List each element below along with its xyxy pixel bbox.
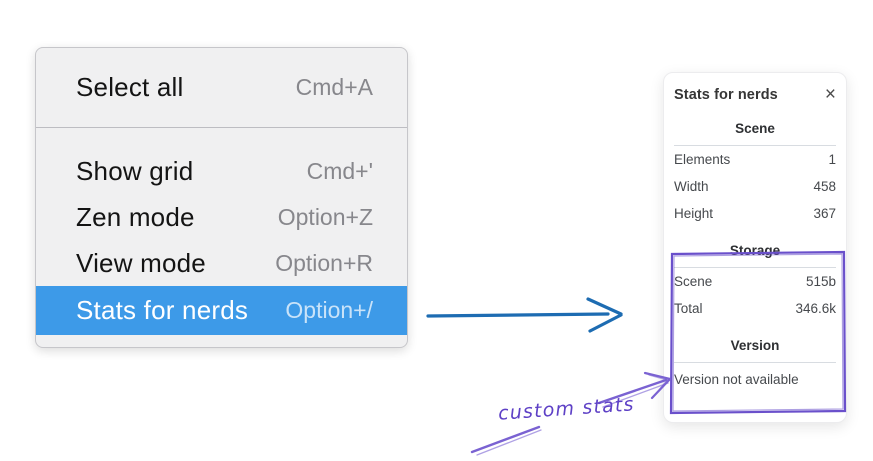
stat-row-elements: Elements 1	[674, 146, 836, 173]
stats-section-version: Version Version not available	[674, 337, 836, 388]
menu-section-bottom: Show grid Cmd+' Zen mode Option+Z View m…	[36, 128, 407, 335]
menu-item-view-mode[interactable]: View mode Option+R	[36, 240, 407, 286]
stat-value: 458	[813, 179, 836, 194]
menu-item-shortcut: Option+/	[285, 297, 373, 323]
stat-label: Scene	[674, 274, 713, 289]
stat-row-total-storage: Total 346.6k	[674, 295, 836, 322]
close-button[interactable]: ×	[824, 84, 836, 105]
stat-row-width: Width 458	[674, 173, 836, 200]
stat-label: Width	[674, 179, 709, 194]
context-menu: Select all Cmd+A Show grid Cmd+' Zen mod…	[35, 47, 408, 348]
stat-label: Elements	[674, 152, 731, 167]
menu-item-select-all[interactable]: Select all Cmd+A	[36, 65, 407, 111]
menu-item-zen-mode[interactable]: Zen mode Option+Z	[36, 194, 407, 240]
menu-item-show-grid[interactable]: Show grid Cmd+'	[36, 148, 407, 194]
close-icon: ×	[824, 84, 836, 105]
flow-arrow	[426, 297, 623, 333]
stat-value: 346.6k	[795, 301, 836, 316]
menu-item-stats-for-nerds[interactable]: Stats for nerds Option+/	[36, 286, 407, 335]
menu-item-label: Stats for nerds	[76, 295, 249, 325]
menu-item-shortcut: Cmd+'	[306, 157, 373, 184]
custom-stats-annotation: custom stats	[497, 393, 636, 425]
stats-panel: Stats for nerds × Scene Elements 1 Width…	[663, 72, 847, 423]
menu-item-shortcut: Option+R	[275, 249, 373, 276]
section-heading: Version	[730, 338, 780, 353]
stats-section-storage: Storage Scene 515b Total 346.6k	[674, 242, 836, 322]
menu-item-shortcut: Cmd+A	[295, 74, 373, 100]
menu-item-label: View mode	[76, 247, 206, 278]
section-heading: Scene	[735, 121, 775, 136]
menu-item-label: Show grid	[76, 155, 194, 186]
section-heading: Storage	[729, 243, 781, 258]
menu-item-label: Zen mode	[76, 201, 195, 232]
stat-value: 367	[813, 206, 836, 221]
menu-section-top: Select all Cmd+A	[36, 48, 407, 127]
menu-item-label: Select all	[76, 72, 184, 102]
stats-panel-header: Stats for nerds ×	[674, 85, 836, 105]
stat-value: 1	[828, 152, 836, 167]
menu-divider	[36, 127, 407, 128]
stat-label: Total	[674, 301, 703, 316]
version-note: Version not available	[674, 372, 799, 387]
section-rule	[674, 145, 836, 146]
stat-value: 515b	[805, 274, 836, 289]
stat-label: Height	[674, 206, 714, 221]
stats-section-scene: Scene Elements 1 Width 458 Height 367	[674, 120, 836, 227]
menu-item-shortcut: Option+Z	[277, 203, 373, 230]
stats-panel-title: Stats for nerds	[674, 87, 778, 103]
stat-row-height: Height 367	[674, 200, 836, 227]
stat-row-scene-storage: Scene 515b	[674, 268, 836, 295]
